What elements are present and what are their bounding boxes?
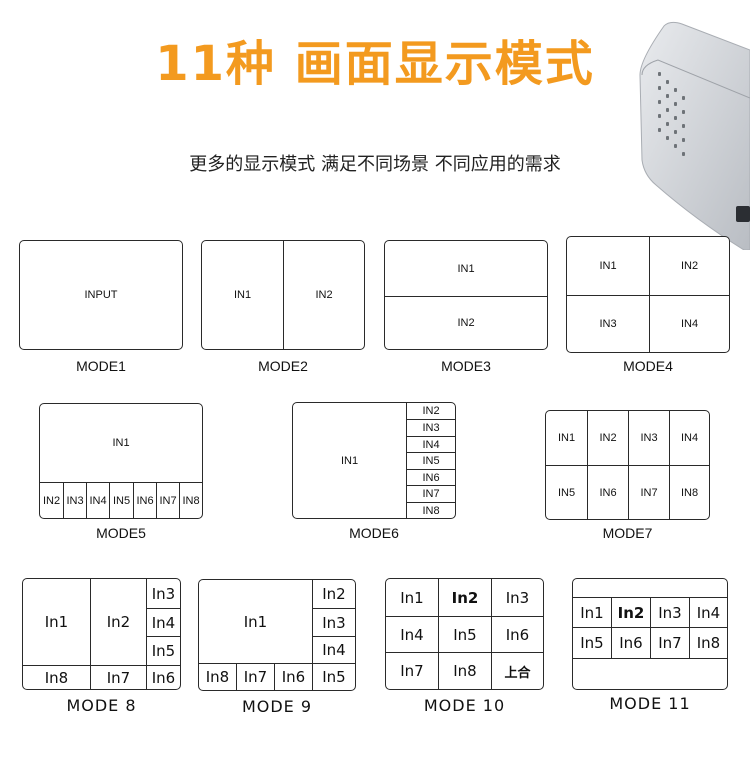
mode9-cell-8: In8 (199, 663, 236, 690)
mode5-cell-1: IN1 (112, 437, 130, 449)
mode5-cell-7: IN7 (156, 482, 179, 518)
mode9-cell-6: In6 (274, 663, 312, 690)
mode5-cell-2: IN2 (40, 482, 63, 518)
mode10-cell-9: 上合 (491, 652, 543, 689)
mode10-cell-7: In7 (386, 652, 438, 689)
mode6-cell-7: IN7 (406, 485, 455, 502)
mode6-cell-5: IN5 (406, 452, 455, 469)
mode7-cell-3: IN3 (628, 411, 669, 465)
mode11-bottom-strip (573, 658, 727, 689)
device-image (639, 21, 750, 250)
mode8-cell-4: In4 (146, 608, 180, 636)
mode11-cell-6: In6 (611, 627, 650, 658)
mode7-cell-4: IN4 (669, 411, 709, 465)
mode8-caption: MODE 8 (66, 696, 137, 715)
mode10-cell-8: In8 (438, 652, 491, 689)
mode5-cell-4: IN4 (86, 482, 109, 518)
mode3-cell-1: IN1 (457, 262, 475, 275)
mode10-cell-2: In2 (438, 579, 491, 616)
mode6-cell-2: IN2 (406, 403, 455, 419)
mode8-cell-1: In1 (44, 613, 69, 631)
mode9-diagram: In1 In2 In3 In4 In8 In7 In6 In5 (198, 579, 356, 691)
mode2-caption: MODE2 (258, 358, 308, 374)
mode11-cell-7: In7 (650, 627, 689, 658)
mode4-cell-2: IN2 (649, 237, 729, 295)
mode9-cell-1: In1 (243, 612, 268, 631)
mode3-cell-2: IN2 (385, 296, 547, 349)
mode9-caption: MODE 9 (241, 697, 313, 716)
mode7-cell-7: IN7 (628, 465, 669, 519)
mode4-cell-4: IN4 (649, 295, 729, 352)
mode10-caption: MODE 10 (423, 696, 506, 715)
mode3-diagram: IN1 IN2 (384, 240, 548, 350)
mode8-diagram: In1 In2 In3 In4 In5 In8 In7 In6 (22, 578, 181, 690)
mode5-diagram: IN1 IN2 IN3 IN4 IN5 IN6 IN7 IN8 (39, 403, 203, 519)
mode8-cell-6: In6 (146, 665, 180, 689)
mode8-cell-2: In2 (90, 579, 146, 665)
mode6-cell-6: IN6 (406, 469, 455, 485)
mode5-cell-5: IN5 (109, 482, 133, 518)
mode2-cell-1: IN1 (233, 289, 252, 301)
page-title: 11种 画面显示模式 (155, 36, 595, 92)
mode11-cell-1: In1 (573, 597, 611, 627)
mode4-diagram: IN1 IN2 IN3 IN4 (566, 236, 730, 353)
mode1-diagram: INPUT (19, 240, 183, 350)
mode7-cell-2: IN2 (587, 411, 628, 465)
mode10-cell-5: In5 (438, 616, 491, 652)
mode10-cell-4: In4 (386, 616, 438, 652)
mode10-diagram: In1 In2 In3 In4 In5 In6 In7 In8 上合 (385, 578, 544, 690)
mode4-caption: MODE4 (623, 358, 673, 374)
mode7-diagram: IN1 IN2 IN3 IN4 IN5 IN6 IN7 IN8 (545, 410, 710, 520)
mode7-cell-8: IN8 (669, 465, 709, 519)
mode8-cell-7: In7 (90, 665, 146, 689)
mode6-caption: MODE6 (349, 525, 399, 541)
mode7-caption: MODE7 (602, 525, 653, 541)
mode6-cell-4: IN4 (406, 436, 455, 452)
mode3-caption: MODE3 (441, 358, 491, 374)
mode8-cell-3: In3 (146, 579, 180, 608)
mode11-cell-2: In2 (611, 597, 650, 627)
mode11-caption: MODE 11 (609, 694, 691, 713)
mode6-diagram: IN1 IN2 IN3 IN4 IN5 IN6 IN7 IN8 (292, 402, 456, 519)
mode4-cell-1: IN1 (599, 260, 617, 272)
mode6-cell-3: IN3 (406, 419, 455, 436)
mode5-cell-3: IN3 (63, 482, 86, 518)
mode9-cell-3: In3 (312, 608, 355, 636)
mode10-cell-1: In1 (400, 588, 424, 607)
mode8-cell-5: In5 (146, 636, 180, 665)
mode7-cell-6: IN6 (587, 465, 628, 519)
mode11-top-strip (573, 579, 727, 597)
page-subtitle: 更多的显示模式 满足不同场景 不同应用的需求 (189, 154, 561, 175)
mode2-diagram: IN1 IN2 (201, 240, 365, 350)
mode11-cell-5: In5 (573, 627, 611, 658)
mode8-cell-8: In8 (23, 665, 90, 689)
mode1-cell-input: INPUT (84, 289, 118, 301)
mode5-cell-6: IN6 (133, 482, 156, 518)
mode7-cell-1: IN1 (557, 432, 576, 444)
mode5-cell-8: IN8 (179, 482, 202, 518)
mode5-caption: MODE5 (96, 525, 146, 541)
mode4-cell-3: IN3 (567, 295, 649, 352)
mode9-cell-5: In5 (312, 663, 355, 690)
mode11-diagram: In1 In2 In3 In4 In5 In6 In7 In8 (572, 578, 728, 690)
mode10-cell-6: In6 (491, 616, 543, 652)
mode10-cell-3: In3 (491, 579, 543, 616)
mode2-cell-2: IN2 (283, 241, 364, 349)
mode1-caption: MODE1 (76, 358, 126, 374)
mode11-cell-3: In3 (650, 597, 689, 627)
mode9-cell-4: In4 (312, 636, 355, 663)
mode7-cell-5: IN5 (546, 465, 587, 519)
mode11-cell-4: In4 (689, 597, 727, 627)
mode6-cell-1: IN1 (340, 454, 359, 467)
mode6-cell-8: IN8 (406, 502, 455, 518)
mode11-cell-8: In8 (689, 627, 727, 658)
mode9-cell-2: In2 (312, 580, 355, 608)
mode9-cell-7: In7 (236, 663, 274, 690)
